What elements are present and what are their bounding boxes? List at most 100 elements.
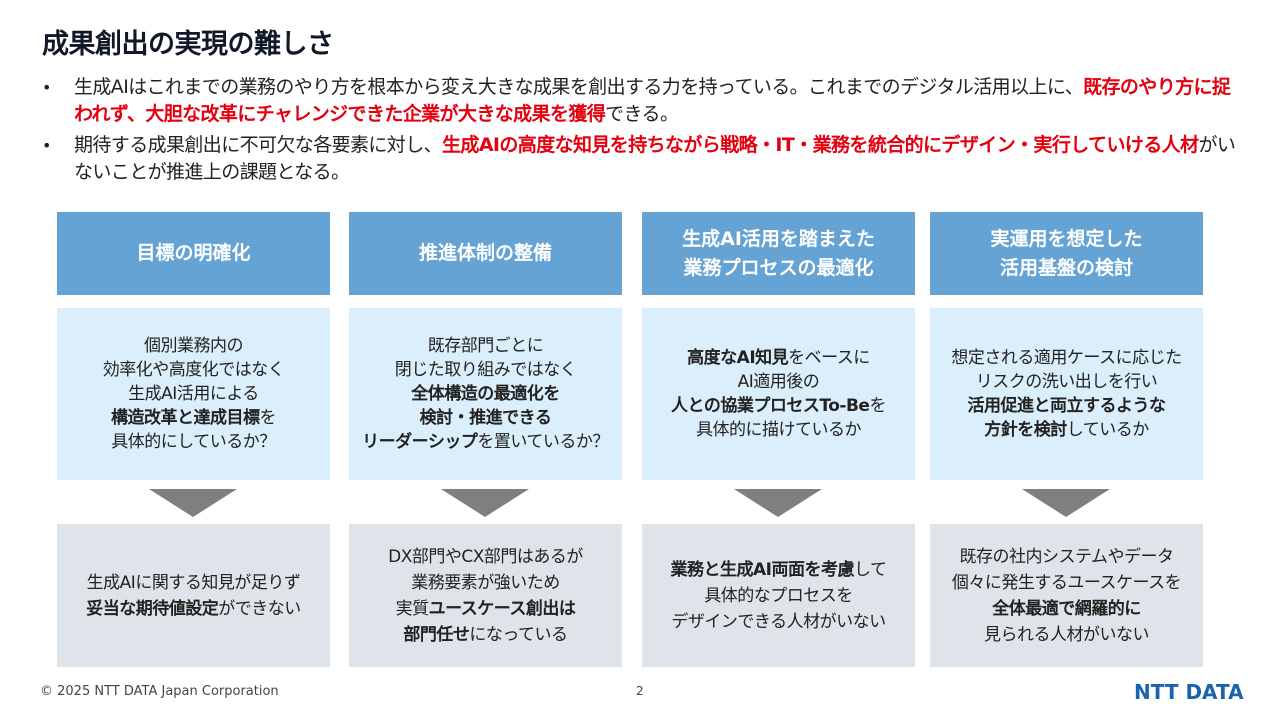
body-text: 具体的にしているか？: [111, 432, 276, 452]
text-line: 実質ユースケース創出は: [388, 596, 583, 622]
text-line: リスクの洗い出しを行い: [951, 370, 1181, 394]
text-line: DX部門やCX部門はあるが: [388, 544, 583, 570]
emphasis-text: 高度なAI知見: [687, 348, 789, 368]
question-box: 個別業務内の効率化や高度化ではなく生成AI活用による構造改革と達成目標を具体的に…: [57, 308, 330, 480]
text-line: 具体的にしているか？: [103, 430, 285, 454]
text-line: 生成AI活用による: [103, 382, 285, 406]
body-text: を: [259, 408, 277, 428]
ntt-data-logo: NTT DATA: [1134, 680, 1244, 704]
column-header: 推進体制の整備: [349, 212, 622, 295]
body-text: DX部門やCX部門はあるが: [388, 546, 583, 567]
body-text: をベースに: [788, 348, 870, 368]
bullet-text-highlight: 既存のやり方に捉われず、大胆な改革にチャレンジできた企業が大きな成果を獲得: [74, 76, 1231, 125]
body-text: 生成AIに関する知見が足りず: [86, 572, 301, 593]
text-line: 業務要素が強いため: [388, 570, 583, 596]
emphasis-text: 業務と生成AI両面を考慮: [670, 559, 855, 580]
emphasis-text: 活用促進と両立するような: [967, 396, 1167, 416]
bullet-dot-icon: •: [42, 136, 52, 155]
body-text: を: [869, 396, 886, 416]
emphasis-text: 構造改革と達成目標: [111, 408, 260, 428]
emphasis-text: ユースケース創出は: [428, 598, 576, 619]
text-line: 見られる人材がいない: [952, 622, 1181, 648]
column-2: 推進体制の整備既存部門ごとに閉じた取り組みではなく全体構造の最適化を検討・推進で…: [349, 212, 622, 667]
body-text: 具体的なプロセスを: [704, 585, 853, 606]
body-text: になっている: [469, 624, 568, 645]
emphasis-text: 妥当な期待値設定: [86, 598, 219, 619]
emphasis-text: 方針を検討: [984, 420, 1067, 440]
bullet-text-normal: できる。: [605, 103, 679, 125]
emphasis-text: 検討・推進できる: [419, 408, 552, 428]
body-text: 具体的に描けているか: [695, 420, 862, 440]
bullet-text-normal: がいないことが推進上の課題となる。: [74, 134, 1236, 183]
bullet-text-normal: 期待する成果創出に不可欠な各要素に対し、: [74, 134, 443, 156]
problem-box: DX部門やCX部門はあるが業務要素が強いため実質ユースケース創出は部門任せになっ…: [349, 524, 622, 667]
bullet-item: • 生成AIはこれまでの業務のやり方を根本から変え大きな成果を創出する力を持って…: [40, 74, 1240, 128]
text-line: 全体最適で網羅的に: [952, 596, 1181, 622]
body-text: ができない: [218, 598, 301, 619]
body-text: 想定される適用ケースに応じた: [951, 348, 1182, 368]
text-line: リーダーシップを置いているか？: [362, 430, 609, 454]
text-line: 妥当な期待値設定ができない: [86, 596, 301, 622]
body-text: 効率化や高度化ではなく: [102, 360, 285, 380]
text-line: 検討・推進できる: [362, 406, 609, 430]
text-line: 人との協業プロセスTo-Beを: [671, 394, 886, 418]
copyright-text: © 2025 NTT DATA Japan Corporation: [40, 684, 279, 699]
text-line: AI適用後の: [671, 370, 886, 394]
column-header: 実運用を想定した 活用基盤の検討: [930, 212, 1203, 295]
text-line: 想定される適用ケースに応じた: [951, 346, 1182, 370]
body-text: 実質: [395, 598, 430, 619]
problem-box: 業務と生成AI両面を考慮して具体的なプロセスをデザインできる人材がいない: [642, 524, 915, 667]
body-text: 生成AI活用による: [128, 384, 259, 404]
body-text: 既存の社内システムやデータ: [959, 546, 1175, 567]
down-arrow-icon: [1022, 489, 1110, 517]
text-line: 閉じた取り組みではなく: [362, 358, 609, 382]
bullet-text: 期待する成果創出に不可欠な各要素に対し、生成AIの高度な知見を持ちながら戦略・I…: [74, 132, 1240, 186]
bullet-item: • 期待する成果創出に不可欠な各要素に対し、生成AIの高度な知見を持ちながら戦略…: [40, 132, 1240, 186]
text-line: 個別業務内の: [103, 334, 285, 358]
text-line: 個々に発生するユースケースを: [952, 570, 1182, 596]
emphasis-text: リーダーシップ: [362, 432, 478, 452]
text-line: 生成AIに関する知見が足りず: [86, 570, 301, 596]
body-text: 業務要素が強いため: [411, 572, 560, 593]
page-number: 2: [636, 684, 644, 698]
bullet-dot-icon: •: [42, 78, 52, 97]
down-arrow-icon: [149, 489, 237, 517]
text-line: 具体的なプロセスを: [671, 583, 887, 609]
text-line: 既存部門ごとに: [362, 334, 609, 358]
emphasis-text: 部門任せ: [403, 624, 470, 645]
body-text: 見られる人材がいない: [984, 624, 1150, 645]
body-text: AI適用後の: [737, 372, 820, 392]
body-text: 閉じた取り組みではなく: [394, 360, 577, 380]
text-line: 具体的に描けているか: [671, 418, 886, 442]
problem-box: 生成AIに関する知見が足りず妥当な期待値設定ができない: [57, 524, 330, 667]
column-header: 目標の明確化: [57, 212, 330, 295]
problem-box: 既存の社内システムやデータ個々に発生するユースケースを全体最適で網羅的に見られる…: [930, 524, 1203, 667]
text-line: 活用促進と両立するような: [951, 394, 1181, 418]
text-line: デザインできる人材がいない: [671, 609, 887, 635]
body-text: 既存部門ごとに: [427, 336, 544, 356]
column-1: 目標の明確化個別業務内の効率化や高度化ではなく生成AI活用による構造改革と達成目…: [57, 212, 330, 667]
page-title: 成果創出の実現の難しさ: [42, 29, 334, 60]
body-text: して: [853, 559, 887, 580]
text-line: 効率化や高度化ではなく: [103, 358, 285, 382]
bullet-text-highlight: 生成AIの高度な知見を持ちながら戦略・IT・業務を統合的にデザイン・実行していけ…: [442, 134, 1199, 156]
column-4: 実運用を想定した 活用基盤の検討想定される適用ケースに応じたリスクの洗い出しを行…: [930, 212, 1203, 667]
text-line: 既存の社内システムやデータ: [952, 544, 1181, 570]
emphasis-text: 人との協業プロセスTo-Be: [671, 396, 870, 416]
bullet-text: 生成AIはこれまでの業務のやり方を根本から変え大きな成果を創出する力を持っている…: [74, 74, 1240, 128]
text-line: 業務と生成AI両面を考慮して: [671, 557, 887, 583]
down-arrow-icon: [441, 489, 529, 517]
question-box: 想定される適用ケースに応じたリスクの洗い出しを行い活用促進と両立するような方針を…: [930, 308, 1203, 480]
body-text: を置いているか？: [477, 432, 609, 452]
body-text: リスクの洗い出しを行い: [975, 372, 1158, 392]
body-text: デザインできる人材がいない: [671, 611, 886, 632]
text-line: 方針を検討しているか: [951, 418, 1181, 442]
text-line: 構造改革と達成目標を: [103, 406, 285, 430]
body-text: 個別業務内の: [144, 336, 244, 356]
body-text: しているか: [1066, 420, 1150, 440]
down-arrow-icon: [734, 489, 822, 517]
text-line: 全体構造の最適化を: [362, 382, 609, 406]
question-box: 既存部門ごとに閉じた取り組みではなく全体構造の最適化を検討・推進できるリーダーシ…: [349, 308, 622, 480]
